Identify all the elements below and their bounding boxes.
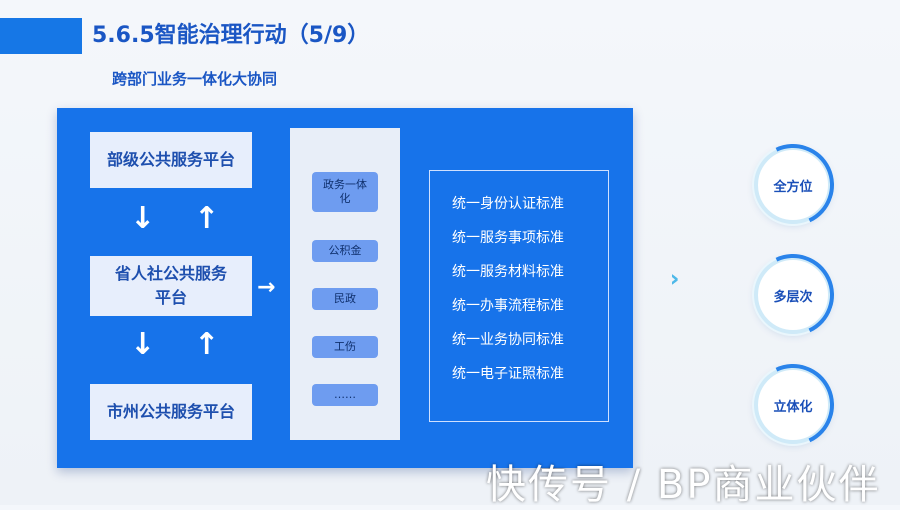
province-platform-label-line1: 省人社公共服务: [115, 262, 227, 286]
service-pill-label: 化: [323, 192, 367, 206]
arrow-up-icon: ↑: [194, 330, 218, 360]
circle-three-dimensional: 立体化: [754, 366, 832, 444]
service-pill-housing-fund: 公积金: [312, 240, 378, 262]
city-platform-box: 市州公共服务平台: [90, 384, 252, 440]
circle-all-round: 全方位: [754, 146, 832, 224]
service-pill-civil-affairs: 民政: [312, 288, 378, 310]
services-column: 政务一体 化 公积金 民政 工伤 ……: [290, 128, 400, 440]
collaboration-panel: 部级公共服务平台 ↓ ↑ 省人社公共服务 平台 ↓ ↑ 市州公共服务平台 → 政…: [57, 108, 633, 468]
ministry-platform-box: 部级公共服务平台: [90, 132, 252, 188]
circle-label: 全方位: [773, 176, 812, 195]
service-pill-label: 工伤: [334, 340, 356, 354]
service-pill-work-injury: 工伤: [312, 336, 378, 358]
arrow-down-icon: ↓: [130, 204, 154, 234]
service-pill-label: 政务一体: [323, 178, 367, 192]
watermark: 快传号 / BP商业伙伴: [486, 452, 880, 510]
page-title: 5.6.5智能治理行动（5/9）: [92, 18, 369, 54]
province-platform-box: 省人社公共服务 平台: [90, 256, 252, 316]
service-pill-label: 民政: [334, 292, 356, 306]
service-pill-label: ……: [334, 388, 356, 402]
page-subtitle: 跨部门业务一体化大协同: [112, 68, 277, 89]
standard-item: 统一身份认证标准: [452, 193, 564, 213]
arrow-right-icon: →: [257, 275, 275, 300]
standard-item: 统一电子证照标准: [452, 363, 564, 383]
standard-item: 统一办事流程标准: [452, 295, 564, 315]
province-platform-label-line2: 平台: [115, 286, 227, 310]
standard-item: 统一服务事项标准: [452, 227, 564, 247]
circle-label: 立体化: [773, 396, 812, 415]
arrow-down-icon: ↓: [130, 330, 154, 360]
circle-multi-level: 多层次: [754, 256, 832, 334]
ministry-platform-label: 部级公共服务平台: [107, 148, 235, 172]
service-pill-label: 公积金: [329, 244, 362, 258]
standard-item: 统一服务材料标准: [452, 261, 564, 281]
title-accent-bar: [0, 18, 82, 54]
circle-label: 多层次: [773, 286, 812, 305]
city-platform-label: 市州公共服务平台: [107, 400, 235, 424]
service-pill-government: 政务一体 化: [312, 172, 378, 212]
standards-box: 统一身份认证标准 统一服务事项标准 统一服务材料标准 统一办事流程标准 统一业务…: [429, 170, 609, 422]
arrow-up-icon: ↑: [194, 204, 218, 234]
standard-item: 统一业务协同标准: [452, 329, 564, 349]
service-pill-more: ……: [312, 384, 378, 406]
